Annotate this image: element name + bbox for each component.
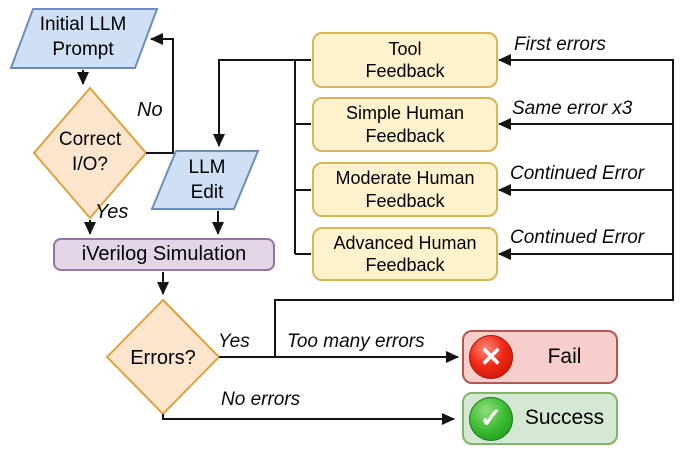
edge-label-too-many-errors: Too many errors: [287, 331, 425, 352]
node-llm-edit-label: LLM Edit: [188, 157, 226, 204]
edge-errors-to-success: [162, 413, 455, 425]
x-circle-icon: ✕: [469, 335, 513, 379]
node-moderate-human-feedback: Moderate Human Feedback: [312, 162, 498, 217]
correct-io-diamond: [32, 86, 148, 220]
edge-label-no-errors: No errors: [221, 389, 301, 410]
node-initial-llm-prompt-label: Initial LLM Prompt: [39, 14, 127, 61]
node-fail: ✕ Fail: [462, 330, 618, 384]
edge-label-first-errors: First errors: [514, 34, 606, 55]
edge-label-continued-error-1: Continued Error: [510, 163, 645, 184]
node-label: Feedback: [365, 190, 445, 211]
edge-label-yes-correct: Yes: [95, 201, 129, 223]
edge-label-no: No: [137, 99, 163, 121]
node-simple-human-feedback: Simple Human Feedback: [312, 97, 498, 152]
node-errors-label: Errors?: [130, 347, 196, 369]
edge-label-same-error-x3: Same error x3: [512, 98, 633, 119]
edge-label-yes-errors: Yes: [218, 331, 250, 352]
node-label: Fail: [547, 344, 582, 368]
node-label: Simple Human: [345, 103, 465, 123]
node-label: Advanced Human: [333, 232, 477, 253]
edge-errors-to-tool-feedback: [274, 54, 674, 357]
node-label: Feedback: [365, 125, 445, 146]
node-label: Moderate Human: [335, 168, 475, 188]
node-label: Success: [524, 406, 605, 430]
node-success: ✓ Success: [462, 392, 618, 445]
edge-feedback-bracket-to-llm-edit: [213, 59, 311, 147]
llm-edit-parallelogram: [150, 150, 260, 210]
node-label: Tool: [388, 38, 422, 59]
initial-prompt-parallelogram: [9, 8, 159, 69]
node-label: Feedback: [365, 255, 445, 275]
node-iverilog-simulation: iVerilog Simulation: [53, 238, 275, 271]
node-advanced-human-feedback: Advanced Human Feedback: [312, 227, 498, 281]
edge-label-continued-error-2: Continued Error: [510, 227, 645, 248]
node-tool-feedback: Tool Feedback: [312, 32, 498, 88]
node-label: Feedback: [365, 61, 445, 81]
node-label: iVerilog Simulation: [81, 243, 247, 265]
check-circle-icon: ✓: [469, 396, 513, 441]
edge-no-loop-to-prompt: [146, 33, 174, 154]
node-correct-io-label: Correct I/O?: [58, 129, 122, 176]
